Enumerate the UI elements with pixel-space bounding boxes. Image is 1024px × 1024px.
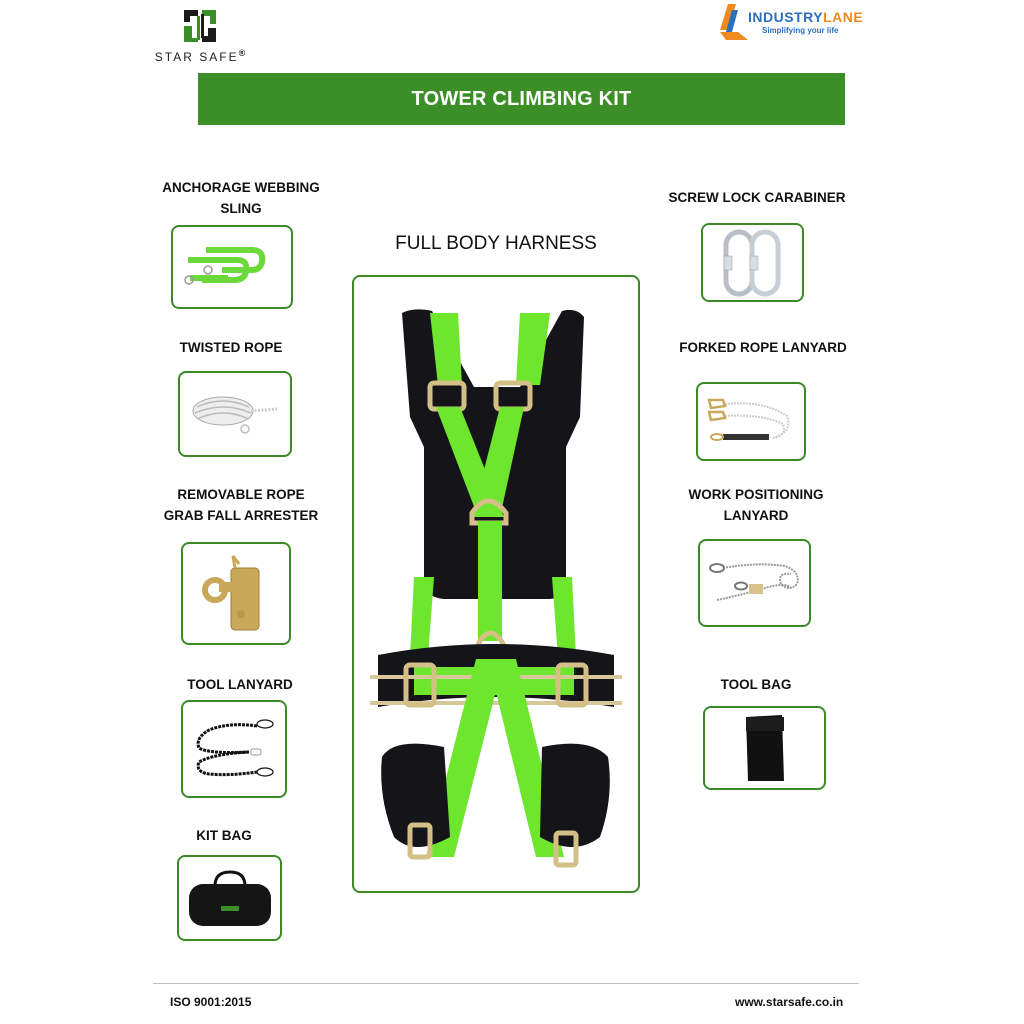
industrylane-name-part1: INDUSTRY (748, 9, 824, 25)
label-line: FORKED ROPE LANYARD (679, 340, 847, 355)
screw-lock-carabiner-image (701, 223, 804, 302)
kit-bag-image (177, 855, 282, 941)
starsafe-logo-icon (184, 10, 216, 42)
full-body-harness-title: FULL BODY HARNESS (395, 233, 597, 254)
label-line: LANYARD (723, 508, 789, 523)
carabiner-icon (723, 229, 780, 296)
footer-divider (153, 983, 859, 984)
label-line: ANCHORAGE WEBBING (162, 180, 320, 195)
item-label-anchorage-webbing-sling: ANCHORAGE WEBBING SLING (150, 177, 332, 219)
registered-mark: ® (238, 48, 246, 58)
item-label-tool-lanyard: TOOL LANYARD (170, 674, 310, 695)
label-line: TOOL LANYARD (187, 677, 293, 692)
rope-grab-icon (202, 554, 260, 630)
label-line: WORK POSITIONING (688, 487, 824, 502)
tool-bag-image (703, 706, 826, 790)
starsafe-brand-name: STAR SAFE (154, 50, 239, 64)
tool-bag-icon (745, 715, 784, 781)
label-line: SLING (220, 201, 262, 216)
title-banner: TOWER CLIMBING KIT (198, 73, 845, 125)
website-link[interactable]: www.starsafe.co.in (735, 995, 844, 1009)
item-label-twisted-rope: TWISTED ROPE (150, 337, 312, 358)
industrylane-logo-icon (720, 4, 748, 40)
tool-lanyard-image (181, 700, 287, 798)
rope-grab-fall-arrester-image (181, 542, 291, 645)
label-line: TOOL BAG (720, 677, 792, 692)
label-line: TWISTED ROPE (179, 340, 283, 355)
item-label-screw-lock-carabiner: SCREW LOCK CARABINER (660, 187, 854, 208)
item-label-work-positioning-lanyard: WORK POSITIONING LANYARD (670, 484, 842, 526)
kit-bag-icon (188, 870, 271, 926)
forked-rope-lanyard-image (696, 382, 806, 461)
label-line: SCREW LOCK CARABINER (668, 190, 846, 205)
work-positioning-lanyard-image (698, 539, 811, 627)
item-label-rope-grab-fall-arrester: REMOVABLE ROPE GRAB FALL ARRESTER (150, 484, 332, 526)
industrylane-name-part2: LANE (823, 9, 864, 25)
forked-rope-lanyard-icon (707, 398, 790, 441)
item-label-tool-bag: TOOL BAG (700, 674, 812, 695)
label-line: REMOVABLE ROPE (177, 487, 305, 502)
anchorage-webbing-sling-icon (184, 247, 266, 285)
work-positioning-lanyard-icon (708, 563, 799, 601)
tool-lanyard-icon (196, 719, 274, 777)
industrylane-tagline: Simplifying your life (762, 26, 839, 35)
harness-icon (370, 309, 622, 868)
item-label-forked-rope-lanyard: FORKED ROPE LANYARD (665, 337, 861, 358)
industrylane-logo: INDUSTRYLANE Simplifying your life (718, 0, 868, 42)
anchorage-webbing-sling-image (171, 225, 293, 309)
page-title: TOWER CLIMBING KIT (411, 87, 632, 110)
twisted-rope-icon (192, 396, 278, 434)
item-label-kit-bag: KIT BAG (170, 825, 278, 846)
label-line: KIT BAG (196, 828, 252, 843)
label-line: GRAB FALL ARRESTER (163, 508, 319, 523)
starsafe-logo: STAR SAFE® (150, 8, 250, 68)
full-body-harness-image (352, 275, 640, 893)
twisted-rope-image (178, 371, 292, 457)
iso-certification: ISO 9001:2015 (170, 995, 252, 1009)
